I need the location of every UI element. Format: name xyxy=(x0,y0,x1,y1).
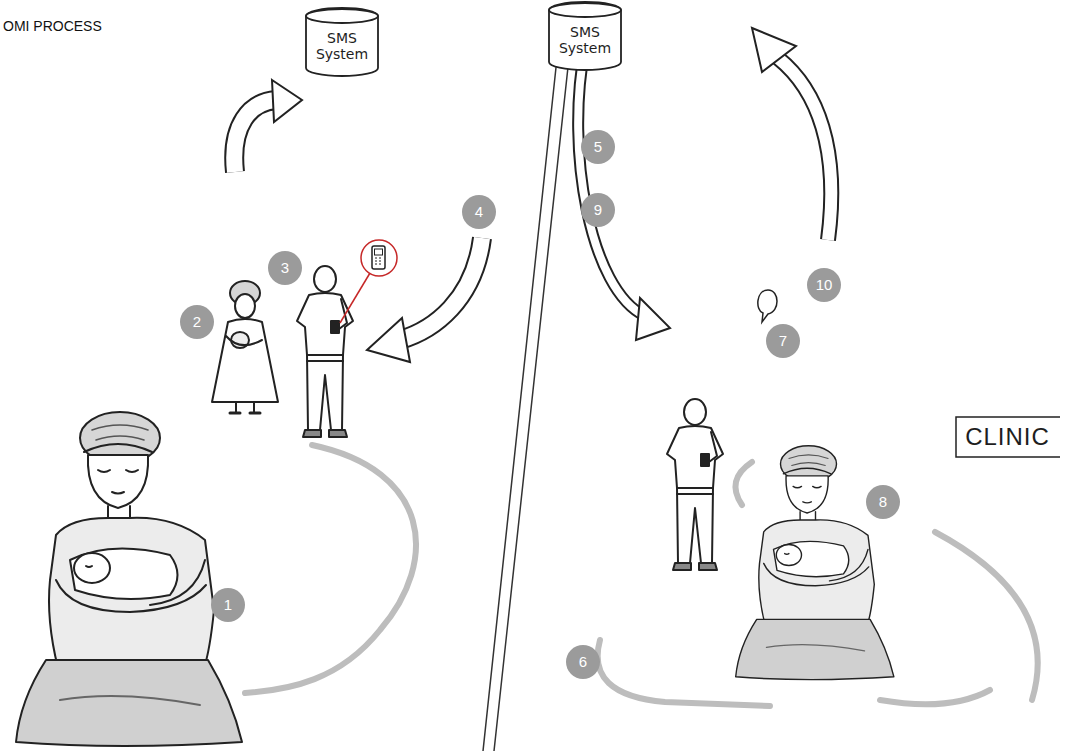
clinic-trail xyxy=(735,462,752,505)
diagram-title: OMI PROCESS xyxy=(3,18,102,34)
arrow-body xyxy=(234,100,276,172)
divider-line xyxy=(483,30,572,751)
arrow-head xyxy=(752,28,796,72)
clinic-trail xyxy=(880,690,990,704)
face xyxy=(235,294,255,318)
legs xyxy=(236,402,254,412)
callout-number: 1 xyxy=(211,588,245,622)
phone-icon xyxy=(372,246,385,269)
arms xyxy=(226,336,262,345)
phone-keys xyxy=(375,258,381,264)
node-label: SMS System xyxy=(311,30,373,62)
cylinder-body xyxy=(306,8,378,76)
callout-number: 6 xyxy=(566,645,600,679)
speech-bubble xyxy=(758,290,777,322)
arrow-body xyxy=(578,48,645,316)
leader-line xyxy=(340,273,370,323)
callout-number: 5 xyxy=(581,130,615,164)
node-label: CLINIC xyxy=(965,423,1050,451)
place-sign: CLINIC xyxy=(955,416,1060,458)
phone-screen xyxy=(375,249,383,255)
mother-with-baby xyxy=(736,446,894,680)
clinic-trail xyxy=(935,532,1038,700)
dress xyxy=(212,319,278,402)
cylinder-top xyxy=(549,3,621,17)
phone-callout xyxy=(340,240,397,323)
callout-number: 2 xyxy=(180,305,214,339)
path-trail xyxy=(245,445,1038,706)
arrow-body xyxy=(400,238,482,340)
arrow-head xyxy=(272,80,302,122)
callout-number: 4 xyxy=(462,195,496,229)
arrow-body xyxy=(234,100,276,172)
cylinder-body xyxy=(549,2,621,70)
health-worker xyxy=(297,266,353,437)
feet xyxy=(230,412,260,415)
woman-figure xyxy=(212,281,278,413)
database-cylinder: SMS System xyxy=(548,2,622,70)
arrow-body xyxy=(400,238,482,340)
callout-number: 3 xyxy=(268,251,302,285)
arrow-body xyxy=(578,48,645,316)
arrow-body xyxy=(778,58,831,240)
node-label: SMS System xyxy=(554,24,616,56)
arrow-head xyxy=(367,318,410,362)
walk-trail xyxy=(245,445,416,693)
health-worker xyxy=(667,399,723,570)
callout-number: 9 xyxy=(581,193,615,227)
zoom-circle xyxy=(361,240,397,276)
database-cylinder: SMS System xyxy=(305,8,379,76)
callout-number: 8 xyxy=(866,485,900,519)
callout-number: 7 xyxy=(766,324,800,358)
cylinder-top xyxy=(306,9,378,23)
sign-border xyxy=(956,417,1060,457)
callout-number: 10 xyxy=(807,268,841,302)
arrow-head xyxy=(636,298,670,340)
arrow-body xyxy=(778,58,831,240)
mother-with-baby xyxy=(16,412,242,746)
